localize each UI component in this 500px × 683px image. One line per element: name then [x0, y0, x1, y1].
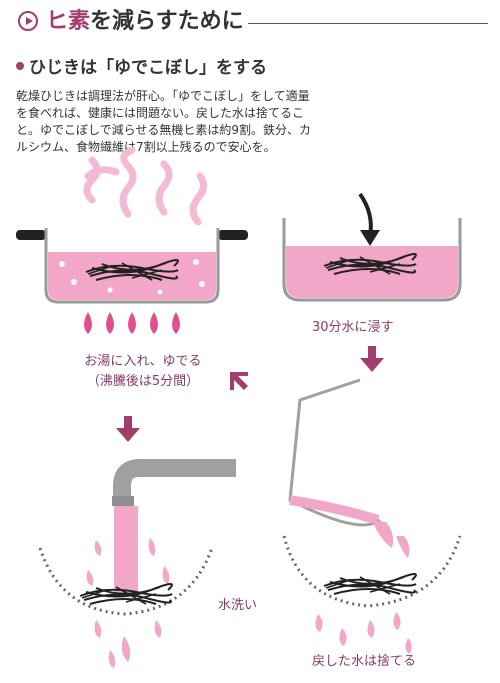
step-label-soak: 30分水に浸す: [312, 320, 394, 335]
section-title-rest: を減らすために: [90, 9, 244, 34]
section-header: ヒ素を減らすために: [18, 6, 488, 38]
section-title-accent: ヒ素: [46, 9, 91, 34]
step-label-boil-line1: お湯に入れ、ゆでる: [84, 354, 202, 369]
boiling-pot-icon: [16, 228, 248, 304]
body-line: を食べれば、健康には問題ない。戻した水は捨てるこ: [16, 106, 305, 120]
header-rule: [248, 23, 488, 24]
subheading: ひじきは「ゆでこぼし」をする: [16, 56, 267, 80]
body-line: 乾燥ひじきは調理法が肝心。「ゆでこぼし」をして適量: [16, 89, 310, 103]
steam-icon: [83, 146, 207, 226]
arrow-down-icon: [116, 416, 140, 442]
water-stream-icon: [86, 506, 170, 668]
arrow-up-left-icon: [230, 372, 248, 390]
step-label-boil: お湯に入れ、ゆでる （沸騰後は5分間）: [68, 352, 218, 392]
colander-icon: [282, 535, 462, 608]
colander-icon: [38, 547, 214, 616]
body-paragraph: 乾燥ひじきは調理法が肝心。「ゆでこぼし」をして適量 を食べれば、健康には問題ない…: [16, 88, 366, 156]
down-arrow-icon: [358, 192, 380, 246]
soaking-bowl-icon: [282, 218, 462, 302]
arrow-down-icon: [360, 346, 384, 372]
subheading-text: ひじきは「ゆでこぼし」をする: [29, 58, 267, 78]
bullet-icon: [16, 62, 24, 70]
step-label-rinse: 水洗い: [218, 598, 258, 613]
section-title: ヒ素を減らすために: [46, 6, 244, 38]
play-circle-icon: [18, 11, 38, 31]
water-drops-icon: [315, 520, 412, 654]
faucet-icon: [112, 459, 236, 506]
body-line: ルシウム、食物繊維は7割以上残るので安心を。: [16, 140, 276, 154]
pouring-bowl-icon: [288, 378, 381, 527]
step-label-discard: 戻した水は捨てる: [312, 654, 417, 669]
step-label-boil-line2: （沸騰後は5分間）: [86, 374, 200, 389]
body-line: と。ゆでこぼしで減らせる無機ヒ素は約9割。鉄分、カ: [16, 123, 312, 137]
flame-icon: [84, 312, 180, 334]
